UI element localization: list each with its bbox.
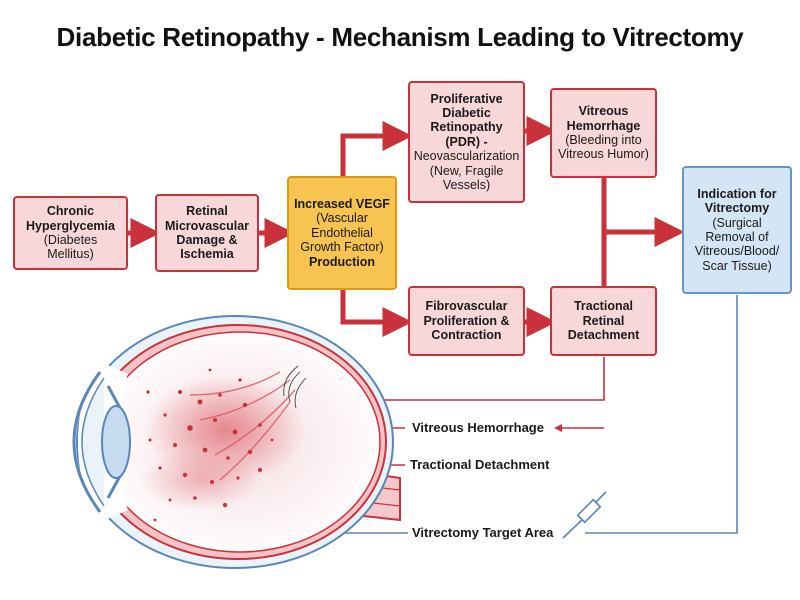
- box-tractional-detachment: Tractional Retinal Detachment: [550, 286, 657, 356]
- box-indication-vitrectomy-detail: (Surgical Removal of Vitreous/Blood/ Sca…: [694, 215, 780, 273]
- box-microvascular-damage-title: Retinal Microvascular Damage & Ischemia: [164, 204, 250, 262]
- connector-indication-to-target: [585, 295, 738, 534]
- box-increased-vegf-title: Increased VEGF: [294, 197, 390, 212]
- box-fibrovascular-proliferation-title: Fibrovascular Proliferation & Contractio…: [423, 299, 510, 343]
- box-vitreous-hemorrhage-title: Vitreous Hemorrhage: [566, 104, 641, 133]
- box-vitreous-hemorrhage: Vitreous Hemorrhage (Bleeding into Vitre…: [550, 88, 657, 178]
- box-vitreous-hemorrhage-detail: (Bleeding into Vitreous Humor): [558, 133, 649, 162]
- flow-arrows: [128, 116, 685, 337]
- box-indication-vitrectomy-title: Indication for Vitrectomy: [697, 186, 777, 216]
- box-pdr: Proliferative Diabetic Retinopathy (PDR)…: [408, 81, 525, 203]
- box-increased-vegf: Increased VEGF (Vascular Endothelial Gro…: [287, 176, 397, 290]
- label-tractional-detachment: Tractional Detachment: [410, 457, 550, 472]
- arrow-vegf-to-fibrovascular: [340, 290, 413, 337]
- box-chronic-hyperglycemia: Chronic Hyperglycemia (Diabetes Mellitus…: [13, 196, 128, 270]
- box-chronic-hyperglycemia-detail: (Diabetes Mellitus): [43, 233, 98, 262]
- arrow-vegf-to-pdr: [340, 121, 413, 176]
- box-increased-vegf-detail: (Vascular Endothelial Growth Factor): [300, 211, 384, 255]
- callout-detachment-to-eye: [303, 357, 605, 404]
- label-vitreous-hemorrhage: Vitreous Hemorrhage: [412, 420, 544, 435]
- box-fibrovascular-proliferation: Fibrovascular Proliferation & Contractio…: [408, 286, 525, 356]
- box-indication-vitrectomy: Indication for Vitrectomy (Surgical Remo…: [682, 166, 792, 294]
- box-pdr-detail: Neovascularization (New, Fragile Vessels…: [413, 149, 520, 192]
- box-chronic-hyperglycemia-title: Chronic Hyperglycemia: [26, 204, 115, 233]
- page-title: Diabetic Retinopathy - Mechanism Leading…: [56, 22, 744, 52]
- hemorrhage-dots: [146, 368, 274, 522]
- box-microvascular-damage: Retinal Microvascular Damage & Ischemia: [155, 194, 259, 272]
- box-tractional-detachment-title: Tractional Retinal Detachment: [567, 299, 640, 343]
- vitrectomy-probe-icon: [562, 491, 607, 539]
- box-pdr-title: Proliferative Diabetic Retinopathy (PDR)…: [430, 91, 503, 149]
- box-increased-vegf-title-2: Production: [309, 254, 375, 269]
- eye-cross-section-icon: [72, 315, 401, 569]
- label-vitrectomy-target: Vitrectomy Target Area: [412, 525, 554, 540]
